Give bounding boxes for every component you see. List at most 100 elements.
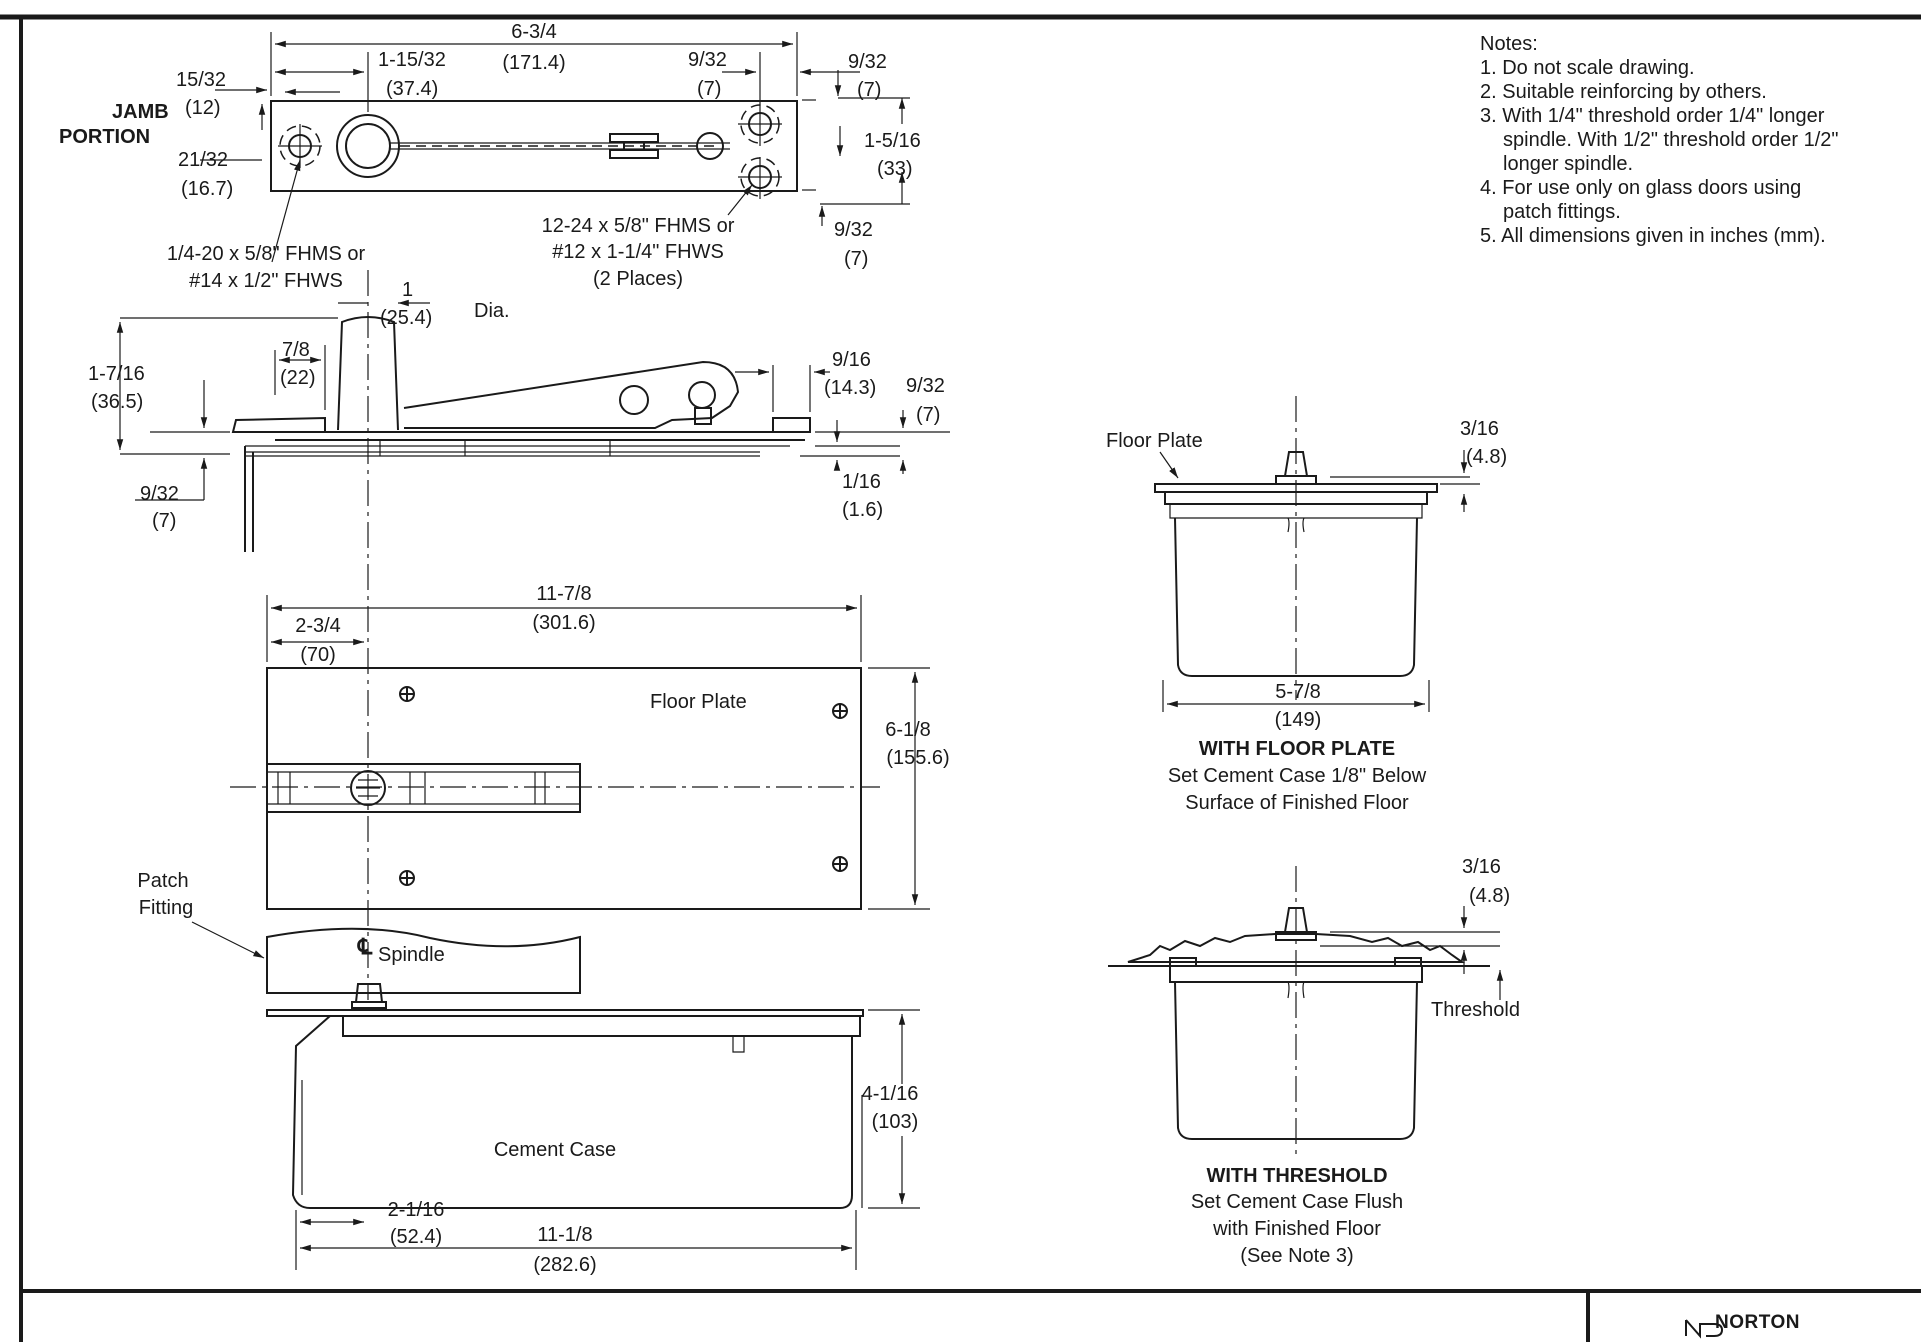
note-1: 1. Do not scale drawing.: [1480, 57, 1695, 79]
side-w3-mm: (7): [916, 404, 940, 426]
wt-title: WITH THRESHOLD: [1206, 1165, 1387, 1187]
jamb-dim-d: 15/32: [176, 69, 226, 91]
side-w4-mm: (1.6): [842, 499, 883, 521]
jamb-title-2: PORTION: [59, 126, 150, 148]
wfp-width-mm: (149): [1275, 709, 1322, 731]
wt-line3: (See Note 3): [1240, 1245, 1353, 1267]
jamb-screw-2a: 12-24 x 5/8" FHMS or: [542, 215, 735, 237]
side-w2-mm: (14.3): [824, 377, 876, 399]
jamb-dim-a: 1-15/32: [378, 49, 446, 71]
spindle-cl: ℄: [357, 934, 373, 959]
jamb-dim-c-mm: (7): [857, 79, 881, 101]
note-3c: longer spindle.: [1503, 153, 1634, 175]
with-floor-plate-section: [1154, 396, 1480, 712]
side-w1-mm: (22): [280, 367, 316, 389]
case-len: 11-1/8: [537, 1224, 592, 1246]
jamb-dim-b: 9/32: [688, 49, 727, 71]
note-4a: 4. For use only on glass doors using: [1480, 177, 1802, 199]
notes-block: Notes: 1. Do not scale drawing. 2. Suita…: [1480, 32, 1839, 248]
jamb-title-1: JAMB: [112, 101, 169, 123]
jamb-dim-g: 9/32: [834, 219, 873, 241]
wfp-floor-plate-label: Floor Plate: [1106, 430, 1203, 452]
patch-label-2: Fitting: [139, 897, 193, 919]
jamb-screw-1a: 1/4-20 x 5/8" FHMS or: [167, 243, 366, 265]
plan-labels: 11-7/8 (301.6) 2-3/4 (70) 6-1/8 (155.6) …: [137, 583, 949, 919]
with-threshold-labels: 3/16 (4.8) Threshold WITH THRESHOLD Set …: [1191, 856, 1520, 1267]
wfp-title: WITH FLOOR PLATE: [1199, 738, 1395, 760]
note-3a: 3. With 1/4" threshold order 1/4" longer: [1480, 105, 1825, 127]
plan-wid: 6-1/8: [885, 719, 931, 741]
wt-line2: with Finished Floor: [1212, 1218, 1381, 1240]
side-w5-mm: (7): [152, 510, 176, 532]
side-w3: 9/32: [906, 375, 945, 397]
side-dia-mm: (25.4): [380, 307, 432, 329]
jamb-screw-2c: (2 Places): [593, 268, 683, 290]
case-off-mm: (52.4): [390, 1226, 442, 1248]
screw-mark-1: [399, 686, 415, 702]
spindle-label: Spindle: [378, 944, 445, 966]
screw-mark-4: [399, 870, 415, 886]
jamb-portion-view: [200, 32, 910, 263]
norton-logo-icon: [1685, 1319, 1724, 1339]
jamb-screw-1b: #14 x 1/2" FHWS: [189, 270, 343, 292]
side-h: 1-7/16: [88, 363, 145, 385]
note-5: 5. All dimensions given in inches (mm).: [1480, 225, 1826, 247]
jamb-dim-b-mm: (7): [697, 78, 721, 100]
note-2: 2. Suitable reinforcing by others.: [1480, 81, 1767, 103]
case-len-mm: (282.6): [533, 1254, 596, 1276]
plan-floor-plate-label: Floor Plate: [650, 691, 747, 713]
case-labels: ℄ Spindle Cement Case 4-1/16 (103) 2-1/1…: [357, 934, 918, 1276]
case-h: 4-1/16: [862, 1083, 919, 1105]
jamb-overall-dim-mm: (171.4): [502, 52, 565, 74]
note-4b: patch fittings.: [1503, 201, 1621, 223]
page-frame: [0, 14, 1921, 1342]
patch-label-1: Patch: [137, 870, 188, 892]
wt-line1: Set Cement Case Flush: [1191, 1191, 1403, 1213]
jamb-dim-a-mm: (37.4): [386, 78, 438, 100]
plan-off-mm: (70): [300, 644, 336, 666]
side-view: [116, 270, 950, 1000]
cement-case-view: [191, 921, 920, 1270]
brand-name: NORTON: [1715, 1312, 1800, 1333]
plan-len-mm: (301.6): [532, 612, 595, 634]
jamb-overall-dim: 6-3/4: [511, 21, 557, 43]
floor-plate-plan-view: [230, 595, 930, 910]
side-w4: 1/16: [842, 471, 881, 493]
jamb-dim-e-mm: (16.7): [181, 178, 233, 200]
jamb-dim-f-mm: (33): [877, 158, 913, 180]
plan-len: 11-7/8: [536, 583, 591, 605]
with-threshold-section: [1108, 866, 1504, 1160]
side-w5: 9/32: [140, 483, 179, 505]
case-h-mm: (103): [872, 1111, 919, 1133]
with-floor-plate-labels: Floor Plate 3/16 (4.8) 5-7/8 (149) WITH …: [1106, 418, 1507, 814]
notes-title: Notes:: [1480, 33, 1538, 55]
side-dia-label: Dia.: [474, 300, 510, 322]
jamb-dim-f: 1-5/16: [864, 130, 921, 152]
plan-off: 2-3/4: [295, 615, 341, 637]
side-labels: 1 (25.4) Dia. 1-7/16 (36.5) 7/8 (22) 9/1…: [88, 279, 945, 532]
screw-mark-3: [832, 856, 848, 872]
side-h-mm: (36.5): [91, 391, 143, 413]
wt-threshold-label: Threshold: [1431, 999, 1520, 1021]
jamb-labels: JAMB PORTION 6-3/4 (171.4) 1-15/32 (37.4…: [59, 21, 921, 292]
jamb-dim-e: 21/32: [178, 149, 228, 171]
note-3b: spindle. With 1/2" threshold order 1/2": [1503, 129, 1839, 151]
wt-dim-mm: (4.8): [1469, 885, 1510, 907]
screw-mark-2: [832, 703, 848, 719]
jamb-dim-g-mm: (7): [844, 248, 868, 270]
case-label: Cement Case: [494, 1139, 616, 1161]
side-w2: 9/16: [832, 349, 871, 371]
jamb-dim-c: 9/32: [848, 51, 887, 73]
wfp-dim: 3/16: [1460, 418, 1499, 440]
wt-dim: 3/16: [1462, 856, 1501, 878]
wfp-dim-mm: (4.8): [1466, 446, 1507, 468]
jamb-dim-d-mm: (12): [185, 97, 221, 119]
wfp-width: 5-7/8: [1275, 681, 1321, 703]
wfp-line1: Set Cement Case 1/8" Below: [1168, 765, 1427, 787]
plan-wid-mm: (155.6): [886, 747, 949, 769]
wfp-line2: Surface of Finished Floor: [1185, 792, 1409, 814]
case-off: 2-1/16: [388, 1199, 445, 1221]
side-w1: 7/8: [282, 339, 310, 361]
jamb-screw-2b: #12 x 1-1/4" FHWS: [552, 241, 724, 263]
